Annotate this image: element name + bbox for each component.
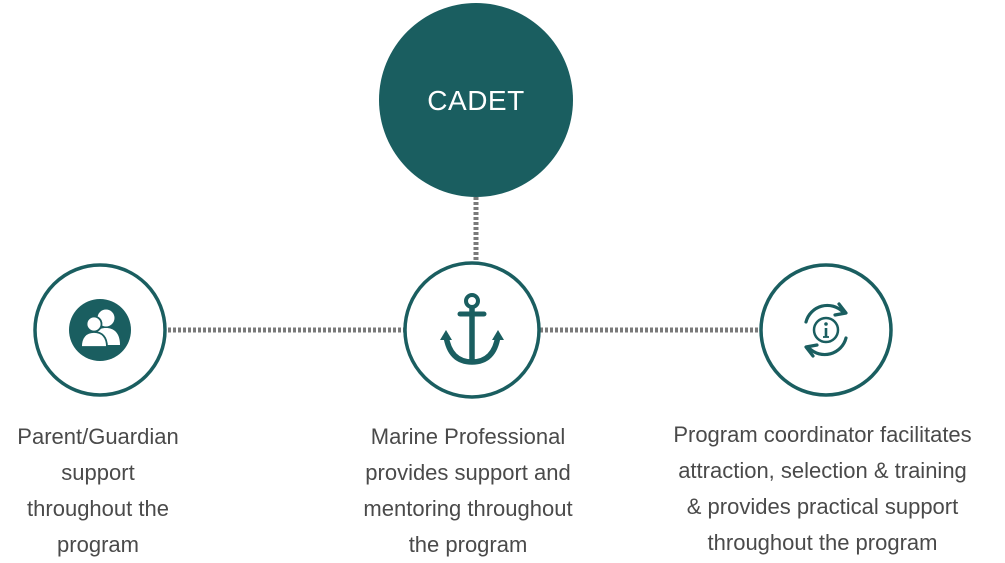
cadet-circle	[379, 3, 573, 197]
cadet-title: CADET	[427, 85, 524, 116]
cadet-node: CADET	[379, 3, 573, 197]
marine-node	[403, 261, 541, 399]
parent-caption: Parent/Guardian support throughout the p…	[17, 424, 179, 557]
anchor-icon	[440, 293, 504, 365]
parents-icon	[69, 299, 131, 361]
parent-node	[33, 263, 167, 397]
coordinator-node	[759, 263, 893, 397]
marine-caption: Marine Professional provides support and…	[363, 424, 573, 557]
coordinator-caption: Program coordinator facilitates attracti…	[673, 422, 972, 555]
info-cycle-icon	[804, 302, 848, 358]
